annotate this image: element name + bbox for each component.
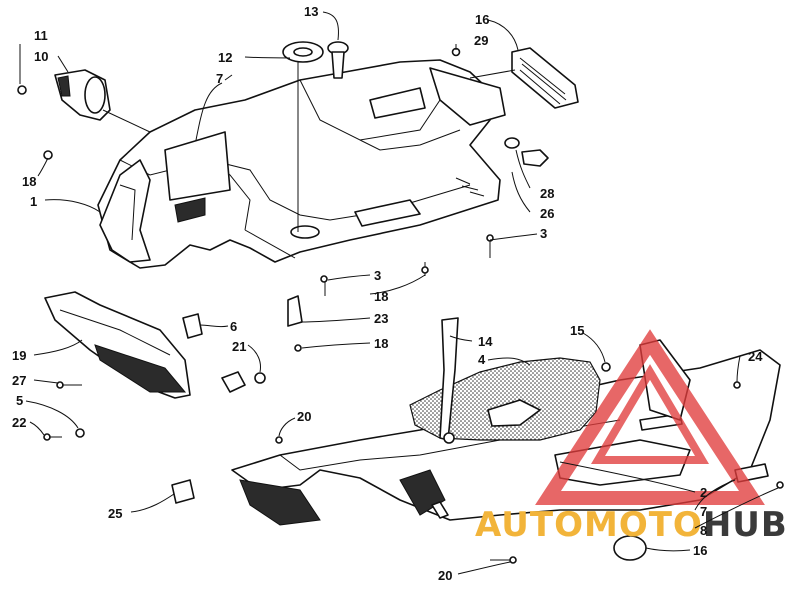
callout-3-mid: 3 [374, 268, 381, 283]
watermark-hub: HUB [703, 505, 788, 545]
callout-23: 23 [374, 311, 388, 326]
callout-18-upper: 18 [22, 174, 36, 189]
callout-26: 26 [540, 206, 554, 221]
watermark-logo [535, 329, 765, 505]
headlight [54, 69, 151, 133]
callout-24: 25 [108, 506, 122, 521]
callout-6: 6 [230, 319, 237, 334]
callout-labels: 11 10 12 13 7 16 29 18 1 28 26 3 3 18 23… [12, 4, 763, 583]
callout-29: 29 [474, 33, 488, 48]
callout-11: 11 [34, 28, 48, 43]
callout-3-right: 3 [540, 226, 547, 241]
callout-2: 2 [700, 485, 707, 500]
mid-small-parts [43, 313, 266, 441]
callout-20-upper: 20 [297, 409, 311, 424]
watermark-moto: MOTO [584, 505, 703, 545]
callout-12: 12 [218, 50, 232, 65]
callout-21: 21 [232, 339, 246, 354]
watermark-auto: AUTO [475, 505, 584, 545]
leader-lines [19, 11, 779, 575]
callout-16: 16 [475, 12, 489, 27]
callout-4: 4 [478, 352, 486, 367]
callout-9: 8 [700, 523, 707, 538]
callout-13: 13 [304, 4, 318, 19]
callout-18-mid: 18 [374, 289, 388, 304]
callout-7: 7 [216, 71, 223, 86]
watermark-text: AUTOMOTOHUB [475, 505, 788, 545]
callout-5: 5 [16, 393, 23, 408]
upper-console [97, 59, 506, 269]
callout-19: 19 [12, 348, 26, 363]
callout-14: 14 [478, 334, 493, 349]
vent-grill [469, 47, 579, 109]
callout-10: 10 [34, 49, 48, 64]
callout-20-lower: 20 [438, 568, 452, 583]
handle-strap [439, 317, 459, 444]
callout-17: 16 [693, 543, 707, 558]
floor-mat [409, 357, 601, 441]
side-panel [44, 291, 191, 399]
lower-small-parts [171, 362, 784, 564]
callout-18-low: 18 [374, 336, 388, 351]
callout-8: 7 [700, 504, 707, 519]
callout-1: 1 [30, 194, 37, 209]
fuel-neck [282, 41, 349, 232]
callout-28: 28 [540, 186, 554, 201]
callout-25: 24 [748, 349, 763, 364]
callout-27: 27 [12, 373, 26, 388]
callout-22: 22 [12, 415, 26, 430]
callout-15: 15 [570, 323, 584, 338]
nose-piece [99, 159, 151, 263]
